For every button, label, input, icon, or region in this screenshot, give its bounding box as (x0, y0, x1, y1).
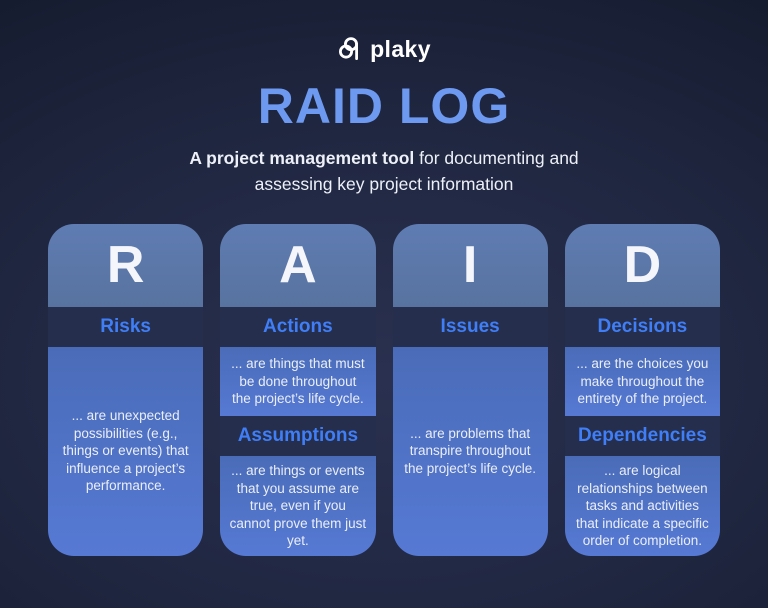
label-band-actions: Actions (220, 306, 376, 347)
column-letter-panel-d: D (564, 223, 720, 307)
label-risks: Risks (100, 315, 151, 337)
label-actions: Actions (263, 315, 333, 337)
column-letter-panel-i: I (392, 223, 548, 307)
raid-column-r: R Risks ... are unexpected possibilities (… (48, 223, 204, 556)
label-band-dependencies: Dependencies (564, 416, 720, 456)
description-panel-risks: ... are unexpected possibilities (e.g., … (48, 346, 204, 556)
column-letter-a: A (279, 236, 317, 294)
subtitle-regular-part: for documenting and assessing key projec… (254, 147, 579, 194)
brand-logo: plaky (337, 34, 431, 64)
brand-name: plaky (370, 35, 431, 62)
page-title: RAID LOG (257, 78, 511, 134)
description-panel-actions: ... are things that must be done through… (220, 346, 376, 416)
label-band-risks: Risks (48, 306, 204, 347)
label-band-issues: Issues (392, 306, 548, 347)
subtitle-bold-part: A project management tool (189, 147, 415, 168)
label-band-assumptions: Assumptions (220, 416, 376, 456)
column-letter-d: D (623, 236, 662, 294)
column-letter-panel-r: R (48, 223, 204, 307)
label-band-decisions: Decisions (564, 306, 720, 347)
raid-columns: R Risks ... are unexpected possibilities (… (48, 223, 720, 556)
raid-column-i: I Issues ... are problems that transpire t… (392, 223, 548, 556)
plaky-logo-icon (337, 35, 363, 63)
page-subtitle: A project management tool for documentin… (164, 145, 604, 197)
label-decisions: Decisions (597, 315, 688, 337)
column-letter-r: R (106, 236, 145, 294)
description-text-assumptions: ... are things or events that you assume… (229, 463, 367, 548)
description-text-actions: ... are things that must be done through… (231, 356, 365, 406)
raid-column-a: A Actions ... are things that must be done… (220, 223, 376, 556)
description-panel-dependencies: ... are logical relationships between ta… (564, 456, 720, 556)
label-dependencies: Dependencies (577, 425, 707, 446)
raid-column-d: D Decisions ... are the choices you make t… (564, 223, 720, 556)
description-text-issues: ... are problems that transpire througho… (404, 425, 537, 476)
description-text-risks: ... are unexpected possibilities (e.g., … (62, 408, 189, 494)
description-panel-issues: ... are problems that transpire througho… (392, 346, 548, 556)
column-letter-panel-a: A (220, 223, 376, 307)
description-text-decisions: ... are the choices you make throughout … (576, 356, 709, 406)
description-text-dependencies: ... are logical relationships between ta… (575, 463, 709, 548)
description-panel-decisions: ... are the choices you make throughout … (564, 346, 720, 416)
description-panel-assumptions: ... are things or events that you assume… (220, 456, 376, 556)
label-assumptions: Assumptions (237, 425, 359, 446)
column-letter-i: I (462, 236, 478, 294)
label-issues: Issues (440, 315, 500, 337)
